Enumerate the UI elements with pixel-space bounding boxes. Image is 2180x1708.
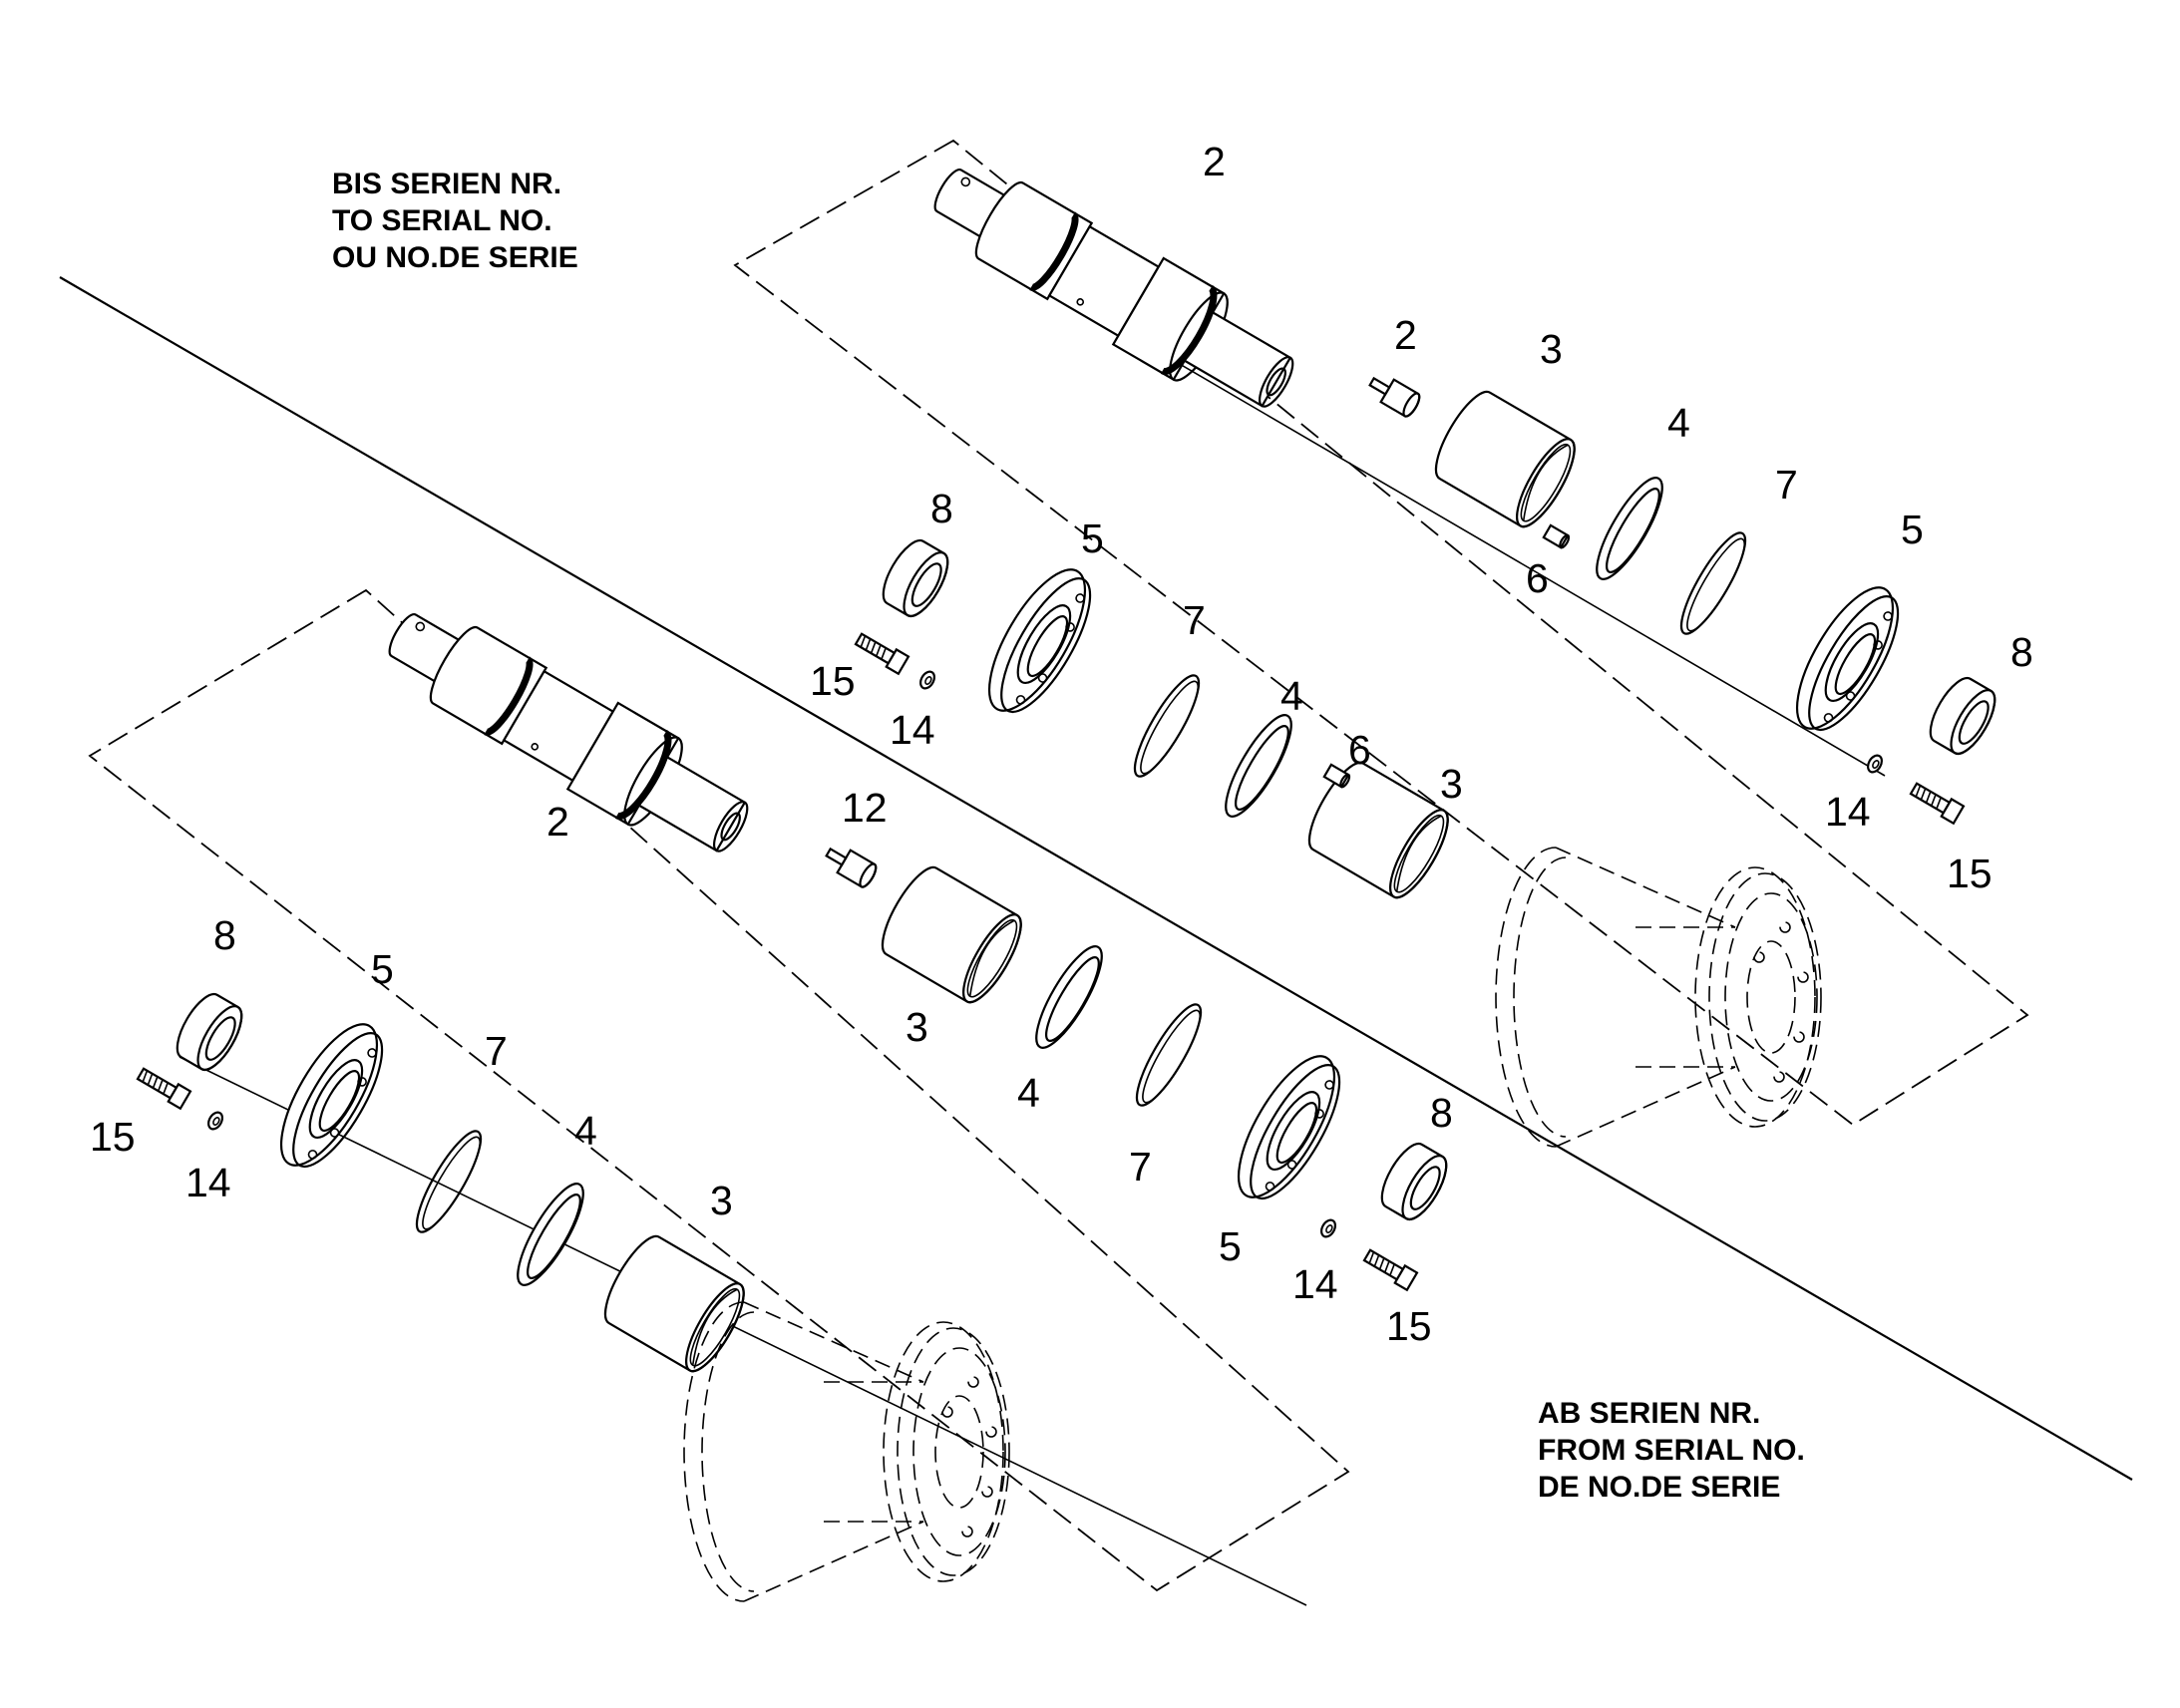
lower-bolt-15 xyxy=(1360,1245,1419,1291)
upper-lower-flange-5 xyxy=(969,554,1110,729)
callout-label: 6 xyxy=(1348,727,1371,773)
callout-label: 7 xyxy=(1129,1144,1152,1190)
callout-label: 15 xyxy=(1947,851,1993,896)
callout-label: 3 xyxy=(1440,761,1463,807)
note-from-serial: AB SERIEN NR. FROM SERIAL NO. DE NO.DE S… xyxy=(1538,1397,1813,1504)
lower-washer-14 xyxy=(1317,1216,1339,1240)
upper-lower-ring-4 xyxy=(1213,706,1304,826)
note-before-serial: BIS SERIEN NR. TO SERIAL NO. OU NO.DE SE… xyxy=(332,168,578,274)
lower-left-ring-7 xyxy=(405,1123,493,1240)
upper-grease-nipple xyxy=(1363,369,1424,420)
callout-label: 15 xyxy=(810,658,856,704)
upper-lower-seal-8 xyxy=(874,532,957,624)
upper-bolt-15 xyxy=(1907,779,1966,825)
callout-label: 2 xyxy=(546,799,569,845)
callout-label: 15 xyxy=(1386,1303,1432,1349)
callout-label: 7 xyxy=(485,1028,508,1074)
callouts-lower: 2 12 3 4 7 5 8 14 15 8 5 15 14 7 4 3 xyxy=(90,785,1453,1349)
callout-label: 4 xyxy=(1017,1070,1040,1116)
callout-label: 4 xyxy=(574,1108,597,1154)
callout-label: 2 xyxy=(1394,312,1417,358)
callout-label: 14 xyxy=(890,707,935,753)
lower-assembly-envelope xyxy=(88,588,1350,1592)
upper-ring-7 xyxy=(1669,524,1757,642)
lower-left-washer-14 xyxy=(204,1109,226,1133)
callout-label: 5 xyxy=(1901,507,1924,552)
lower-left-seal-8 xyxy=(168,986,251,1078)
upper-assembly xyxy=(852,144,2004,1148)
callouts-upper: 2 2 3 4 7 5 8 6 14 15 8 5 7 4 6 3 15 14 xyxy=(810,139,2033,896)
callout-label: 6 xyxy=(1526,555,1549,601)
upper-lower-bolt-15 xyxy=(852,629,910,675)
lower-ring-4 xyxy=(1023,937,1115,1057)
upper-wheel-outline xyxy=(1495,847,1822,1148)
upper-lower-ring-7 xyxy=(1123,667,1211,785)
callout-label: 4 xyxy=(1280,673,1303,719)
lower-assembly xyxy=(134,588,1456,1606)
callout-label: 8 xyxy=(213,912,236,958)
lower-grease-nipple xyxy=(820,840,881,890)
lower-left-flange-5 xyxy=(261,1009,402,1184)
callout-label: 12 xyxy=(842,785,888,831)
callout-label: 14 xyxy=(185,1160,231,1205)
lower-left-ring-4 xyxy=(505,1175,596,1294)
callout-label: 3 xyxy=(1540,326,1563,372)
separator-line xyxy=(59,276,2133,1481)
callout-label: 5 xyxy=(1081,515,1104,561)
lower-ring-7 xyxy=(1125,996,1213,1114)
upper-flange-5 xyxy=(1777,572,1918,747)
upper-washer-14 xyxy=(1864,752,1886,776)
callout-label: 3 xyxy=(906,1004,928,1050)
upper-seal-8 xyxy=(1921,670,2004,762)
upper-bushing-3 xyxy=(1424,383,1587,535)
lower-left-bushing-3 xyxy=(593,1227,756,1380)
lower-left-bolt-15 xyxy=(134,1064,192,1110)
callout-label: 7 xyxy=(1775,462,1798,508)
callout-label: 8 xyxy=(1430,1090,1453,1136)
upper-pin-6 xyxy=(1542,523,1572,550)
callout-label: 14 xyxy=(1825,789,1871,835)
upper-ring-4 xyxy=(1584,469,1675,588)
upper-shaft xyxy=(916,144,1309,430)
callout-label: 8 xyxy=(2010,629,2033,675)
lower-bushing-3 xyxy=(871,858,1033,1011)
callout-label: 4 xyxy=(1667,400,1690,446)
callout-label: 7 xyxy=(1183,597,1206,643)
callout-label: 3 xyxy=(710,1178,733,1223)
upper-lower-washer-14 xyxy=(916,668,938,692)
upper-lower-bushing-3 xyxy=(1297,754,1460,906)
callout-label: 8 xyxy=(930,486,953,531)
callout-label: 5 xyxy=(371,946,394,992)
callout-label: 5 xyxy=(1219,1223,1242,1269)
callout-label: 2 xyxy=(1203,139,1226,184)
callout-label: 14 xyxy=(1292,1261,1338,1307)
lower-seal-8 xyxy=(1372,1136,1456,1227)
lower-flange-5 xyxy=(1219,1041,1359,1215)
upper-assembly-envelope xyxy=(733,139,2029,1127)
callout-label: 15 xyxy=(90,1114,136,1160)
